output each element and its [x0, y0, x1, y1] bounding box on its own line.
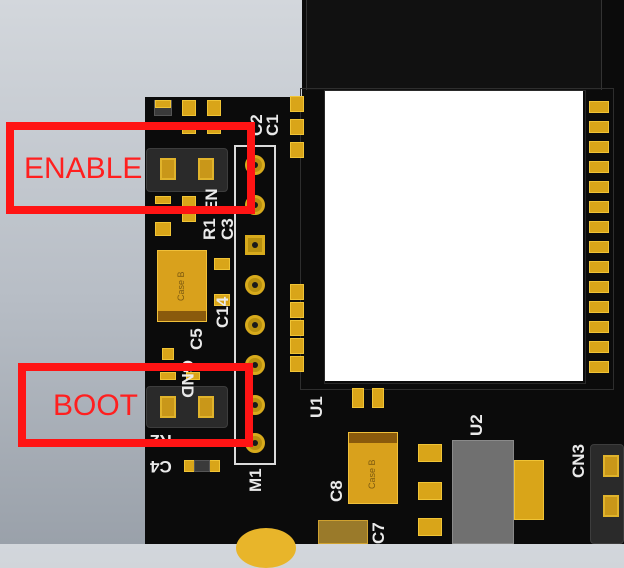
header-pin — [245, 235, 265, 255]
u2-pad — [418, 444, 442, 462]
module-pad — [290, 96, 304, 112]
module-pad — [589, 341, 609, 353]
enable-callout-box — [6, 122, 255, 214]
module-pad — [589, 281, 609, 293]
header-pin — [245, 315, 265, 335]
module-pad — [290, 119, 304, 135]
module-outline — [300, 88, 614, 390]
tantalum-capacitor-c5: Case B — [157, 250, 207, 322]
cn3-connector — [590, 444, 624, 544]
silk-u2: U2 — [467, 414, 486, 436]
silk-u1: U1 — [307, 396, 326, 418]
connector-pin — [603, 455, 619, 477]
module-pad — [589, 321, 609, 333]
smd-pad — [160, 372, 176, 380]
u2-pad — [418, 518, 442, 536]
module-antenna-area — [306, 0, 602, 90]
module-pad — [589, 201, 609, 213]
jumper-pin — [198, 158, 214, 180]
smd-component — [318, 520, 368, 544]
module-pad — [290, 356, 304, 372]
boot-callout-label: BOOT — [53, 389, 139, 422]
module-pad — [290, 284, 304, 300]
module-shield-edge — [324, 90, 586, 384]
silk-c8: C8 — [327, 480, 346, 502]
boot-jumper[interactable] — [146, 386, 228, 428]
silk-m1: M1 — [246, 468, 265, 492]
smd-pad — [155, 196, 171, 204]
silk-c5: C5 — [187, 328, 206, 350]
silk-c14: C14 — [213, 296, 232, 328]
module-pad — [589, 241, 609, 253]
silk-c3: C3 — [218, 218, 237, 240]
silk-c7: C7 — [369, 522, 388, 544]
round-pad — [236, 528, 296, 568]
smd-pad — [162, 348, 174, 360]
smd-pad — [182, 100, 196, 116]
smd-pad — [214, 294, 230, 306]
module-pad — [290, 302, 304, 318]
tantalum-capacitor-c8: Case B — [348, 432, 398, 504]
module-pad — [589, 361, 609, 373]
module-pad — [589, 301, 609, 313]
module-pad — [589, 121, 609, 133]
silk-cn3: CN3 — [569, 443, 588, 478]
module-pad — [589, 141, 609, 153]
module-pad — [290, 320, 304, 336]
module-shield-face — [325, 91, 583, 381]
u2-tab-pad — [514, 460, 544, 520]
boot-callout-box — [18, 363, 253, 447]
jumper-pin — [160, 158, 176, 180]
module-pad — [290, 338, 304, 354]
module-pad — [589, 101, 609, 113]
module-pad — [589, 161, 609, 173]
silk-c1: C1 — [263, 114, 282, 136]
smd-pad — [155, 222, 171, 236]
capacitor-marking: Case B — [367, 459, 377, 489]
enable-callout-label: ENABLE — [24, 152, 143, 185]
u2-pad — [418, 482, 442, 500]
module-pad — [589, 261, 609, 273]
smd-pad — [155, 100, 171, 108]
u2-regulator-body — [452, 440, 514, 544]
smd-component — [194, 460, 210, 472]
capacitor-marking: Case B — [176, 271, 186, 301]
jumper-pin — [198, 396, 214, 418]
module-pad — [589, 221, 609, 233]
smd-pad — [207, 100, 221, 116]
silk-r1: R1 — [200, 218, 219, 240]
module-pad — [352, 388, 364, 408]
module-pad — [290, 142, 304, 158]
silk-c4: C4 — [150, 457, 172, 476]
connector-pin — [603, 495, 619, 517]
module-pad — [372, 388, 384, 408]
smd-pad — [214, 258, 230, 270]
pin-header-outline — [234, 145, 276, 465]
module-pad — [589, 181, 609, 193]
smd-pad — [186, 372, 200, 380]
jumper-pin — [160, 396, 176, 418]
enable-jumper[interactable] — [146, 148, 228, 192]
header-pin — [245, 275, 265, 295]
